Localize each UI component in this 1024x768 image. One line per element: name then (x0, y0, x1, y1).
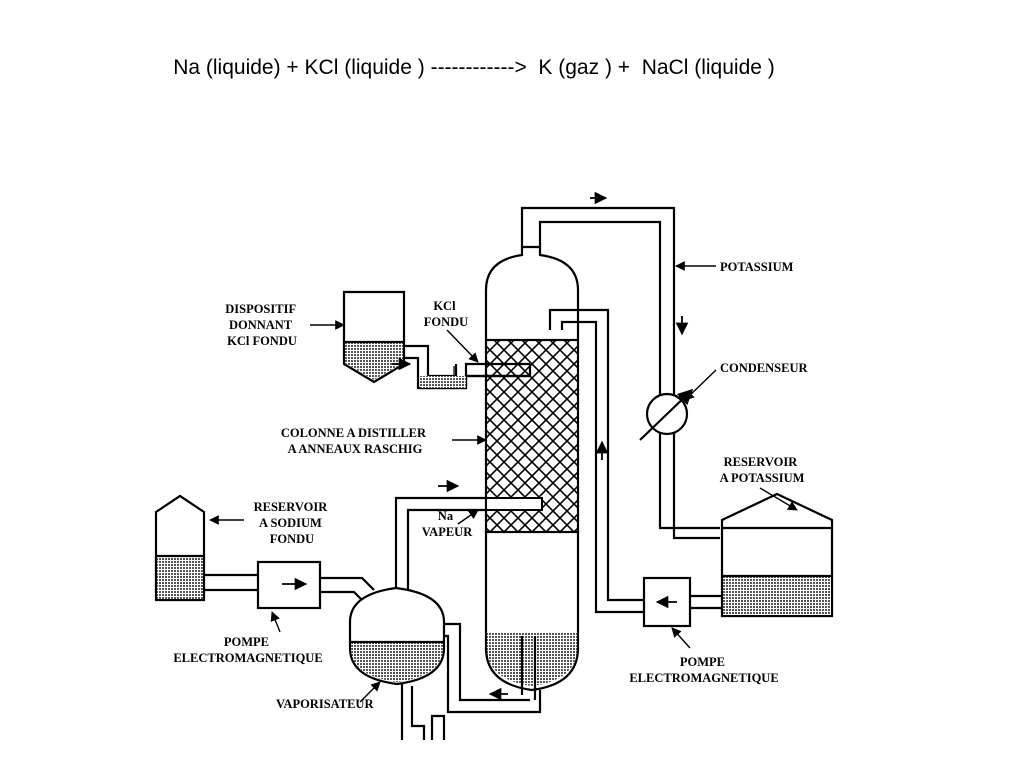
label-pompe-left: POMPE ELECTROMAGNETIQUE (173, 635, 322, 665)
sodium-reservoir (154, 494, 258, 602)
potassium-reservoir (720, 492, 834, 618)
column-bottom-liquid (487, 632, 577, 686)
label-na-vapeur: Na VAPEUR (422, 509, 473, 539)
leader-lines (209, 261, 798, 703)
potassium-pipe (520, 206, 720, 540)
kcl-feed-device (342, 290, 532, 390)
label-vaporisateur: VAPORISATEUR (276, 697, 374, 711)
reaction-equation: Na (liquide) + KCl (liquide ) ----------… (173, 56, 775, 79)
flow-arrows (282, 191, 689, 701)
label-dispositif: DISPOSITIF DONNANT KCl FONDU (225, 302, 299, 348)
label-condenseur: CONDENSEUR (720, 361, 808, 375)
label-pompe-right: POMPE ELECTROMAGNETIQUE (629, 655, 778, 685)
distillation-column (484, 245, 580, 700)
vaporiser (348, 496, 543, 740)
pump-left (256, 560, 375, 610)
label-reservoir-sodium: RESERVOIR A SODIUM FONDU (254, 500, 331, 546)
label-kcl-fondu: KCl FONDU (424, 299, 468, 329)
pump-right (642, 576, 722, 628)
condenser-icon (639, 388, 694, 441)
reflux-pipe (548, 308, 644, 614)
diagram-labels: DISPOSITIF DONNANT KCl FONDU KCl FONDU P… (173, 260, 808, 711)
label-colonne: COLONNE A DISTILLER A ANNEAUX RASCHIG (281, 426, 429, 456)
label-potassium: POTASSIUM (720, 260, 794, 274)
label-reservoir-potassium: RESERVOIR A POTASSIUM (720, 455, 805, 485)
